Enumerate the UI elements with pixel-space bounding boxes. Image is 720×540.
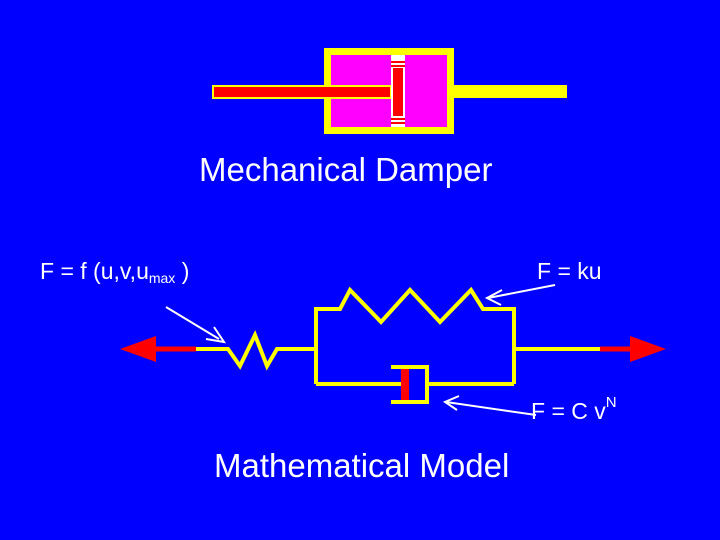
piston-core xyxy=(393,68,403,116)
damper-equation-base: F = C v xyxy=(531,398,606,424)
dashpot-element xyxy=(316,365,514,404)
friction-equation-prefix: F = f (u,v,u xyxy=(40,258,149,284)
piston-rod-left xyxy=(212,85,392,99)
mathematical-model-title: Mathematical Model xyxy=(214,447,510,484)
dashpot-piston xyxy=(401,368,409,400)
mathematical-model-drawing xyxy=(120,284,666,416)
spring-equation: F = ku xyxy=(537,258,602,284)
right-force-arrowhead xyxy=(630,336,666,362)
friction-equation: F = f (u,v,umax ) xyxy=(40,258,189,286)
spring-pointer-arrow xyxy=(484,284,556,306)
friction-equation-subscript: max xyxy=(148,270,176,286)
friction-pointer-arrow xyxy=(165,306,227,344)
mechanical-damper-drawing xyxy=(212,48,567,134)
friction-equation-suffix: ) xyxy=(175,258,190,284)
damper-equation-superscript: N xyxy=(605,394,617,411)
dashpot-pointer-arrow xyxy=(442,395,537,416)
friction-element xyxy=(196,329,316,371)
damper-rod-right xyxy=(454,85,567,98)
left-force-arrowhead xyxy=(120,336,156,362)
spring-element xyxy=(316,286,514,325)
mechanical-damper-title: Mechanical Damper xyxy=(199,151,493,188)
damper-equation: F = C vN xyxy=(531,394,617,425)
